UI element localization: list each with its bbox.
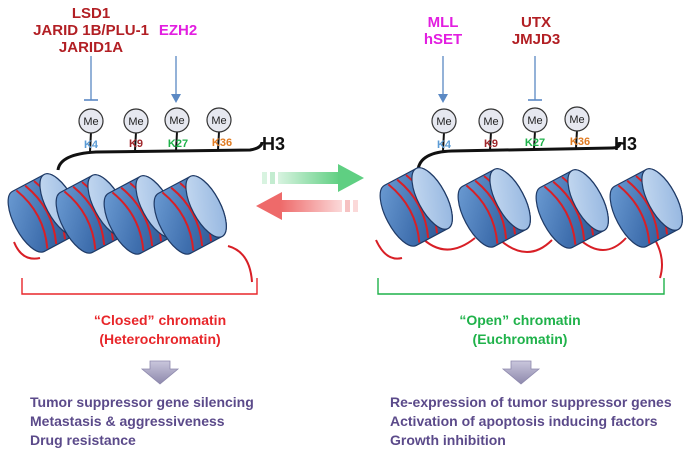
outcome-item: Growth inhibition: [390, 432, 506, 448]
k4-stem: [442, 131, 445, 152]
nucleosome-open-2: [457, 168, 531, 248]
outcome-item: Drug resistance: [30, 432, 136, 448]
open-state-line1: “Open” chromatin: [459, 312, 581, 328]
open-state-line2: (Euchromatin): [472, 331, 568, 347]
residue-k27-left: K27: [168, 138, 188, 150]
me-k9-left: Me: [123, 108, 149, 134]
closed-bracket: [21, 278, 258, 295]
enzyme-hset: hSET: [423, 31, 463, 48]
me-label: Me: [128, 116, 143, 128]
residue-k36-left: K36: [212, 137, 232, 149]
h3-tail-left: [56, 141, 264, 171]
arrow-to-closed: [256, 192, 358, 220]
closed-chromatin-label: “Closed” chromatin (Heterochromatin): [60, 311, 260, 349]
nucleosome-open-1: [379, 167, 453, 247]
outcome-item: Tumor suppressor gene silencing: [30, 394, 254, 410]
residue-k27-right: K27: [525, 137, 545, 149]
me-label: Me: [527, 115, 542, 127]
down-arrow-right: [501, 360, 541, 385]
me-k36-right: Me: [564, 106, 590, 132]
nucleosome-open-3: [535, 169, 609, 249]
h3-label-left: H3: [262, 134, 285, 154]
nucleosome-closed-4: [153, 175, 227, 255]
enzyme-lsd1: LSD1: [71, 5, 111, 22]
me-k27-left: Me: [164, 107, 190, 133]
k36-stem: [575, 129, 578, 149]
outcome-item: Re-expression of tumor suppressor genes: [390, 394, 672, 410]
mll-arrowhead: [438, 94, 448, 103]
arrow-to-open: [262, 164, 364, 192]
me-label: Me: [569, 114, 584, 126]
closed-state-line1: “Closed” chromatin: [93, 312, 227, 328]
me-k4-left: Me: [78, 108, 104, 134]
nucleosomes-open: [379, 167, 683, 249]
enzyme-jarid1a: JARID1A: [58, 39, 124, 56]
k9-stem: [489, 131, 492, 151]
enzyme-jmjd3: JMJD3: [511, 31, 561, 48]
linker-dna-2: [499, 239, 553, 253]
enzyme-ezh2: EZH2: [158, 22, 198, 39]
enzyme-mll: MLL: [427, 14, 459, 31]
closed-state-line2: (Heterochromatin): [99, 331, 221, 347]
residue-k9-left: K9: [129, 138, 143, 150]
me-label: Me: [83, 116, 98, 128]
outcome-item: Metastasis & aggressiveness: [30, 413, 225, 429]
open-bracket: [377, 278, 665, 295]
k27-stem: [175, 131, 178, 152]
open-chromatin-label: “Open” chromatin (Euchromatin): [420, 311, 620, 349]
residue-k9-right: K9: [484, 138, 498, 150]
residue-k4-left: K4: [84, 139, 99, 151]
ezh2-arrowhead: [171, 94, 181, 103]
outcome-item: Activation of apoptosis inducing factors: [390, 413, 658, 429]
dna-end-right: [227, 245, 253, 283]
k4-stem: [89, 131, 92, 153]
k9-stem: [134, 131, 137, 152]
right-demethylases: UTX JMJD3: [503, 14, 569, 48]
me-label: Me: [483, 116, 498, 128]
me-label: Me: [169, 115, 184, 127]
k27-stem: [533, 130, 536, 150]
dna-end-right-open: [653, 237, 663, 279]
residue-k36-right: K36: [570, 136, 590, 148]
h3-tail-right: [416, 141, 622, 171]
h3-label-right: H3: [614, 134, 637, 154]
me-k36-left: Me: [206, 107, 232, 133]
k36-stem: [217, 131, 220, 151]
left-demethylases: LSD1 JARID 1B/PLU-1 JARID1A: [22, 5, 160, 56]
residue-k4-right: K4: [437, 139, 452, 151]
right-methyltransferases: MLL hSET: [414, 14, 472, 48]
me-k4-right: Me: [431, 108, 457, 134]
down-arrow-left: [140, 360, 180, 385]
nucleosomes-closed: [7, 173, 227, 255]
open-outcomes: Re-expression of tumor suppressor genes …: [390, 393, 672, 450]
me-label: Me: [211, 115, 226, 127]
me-k9-right: Me: [478, 108, 504, 134]
dna-end-left-open: [375, 239, 403, 260]
enzyme-utx: UTX: [521, 14, 551, 31]
nucleosome-open-4: [609, 168, 683, 248]
closed-outcomes: Tumor suppressor gene silencing Metastas…: [30, 393, 254, 450]
dna-end-left: [13, 241, 41, 260]
me-label: Me: [436, 116, 451, 128]
me-k27-right: Me: [522, 107, 548, 133]
enzyme-jarid1b: JARID 1B/PLU-1: [33, 22, 149, 39]
